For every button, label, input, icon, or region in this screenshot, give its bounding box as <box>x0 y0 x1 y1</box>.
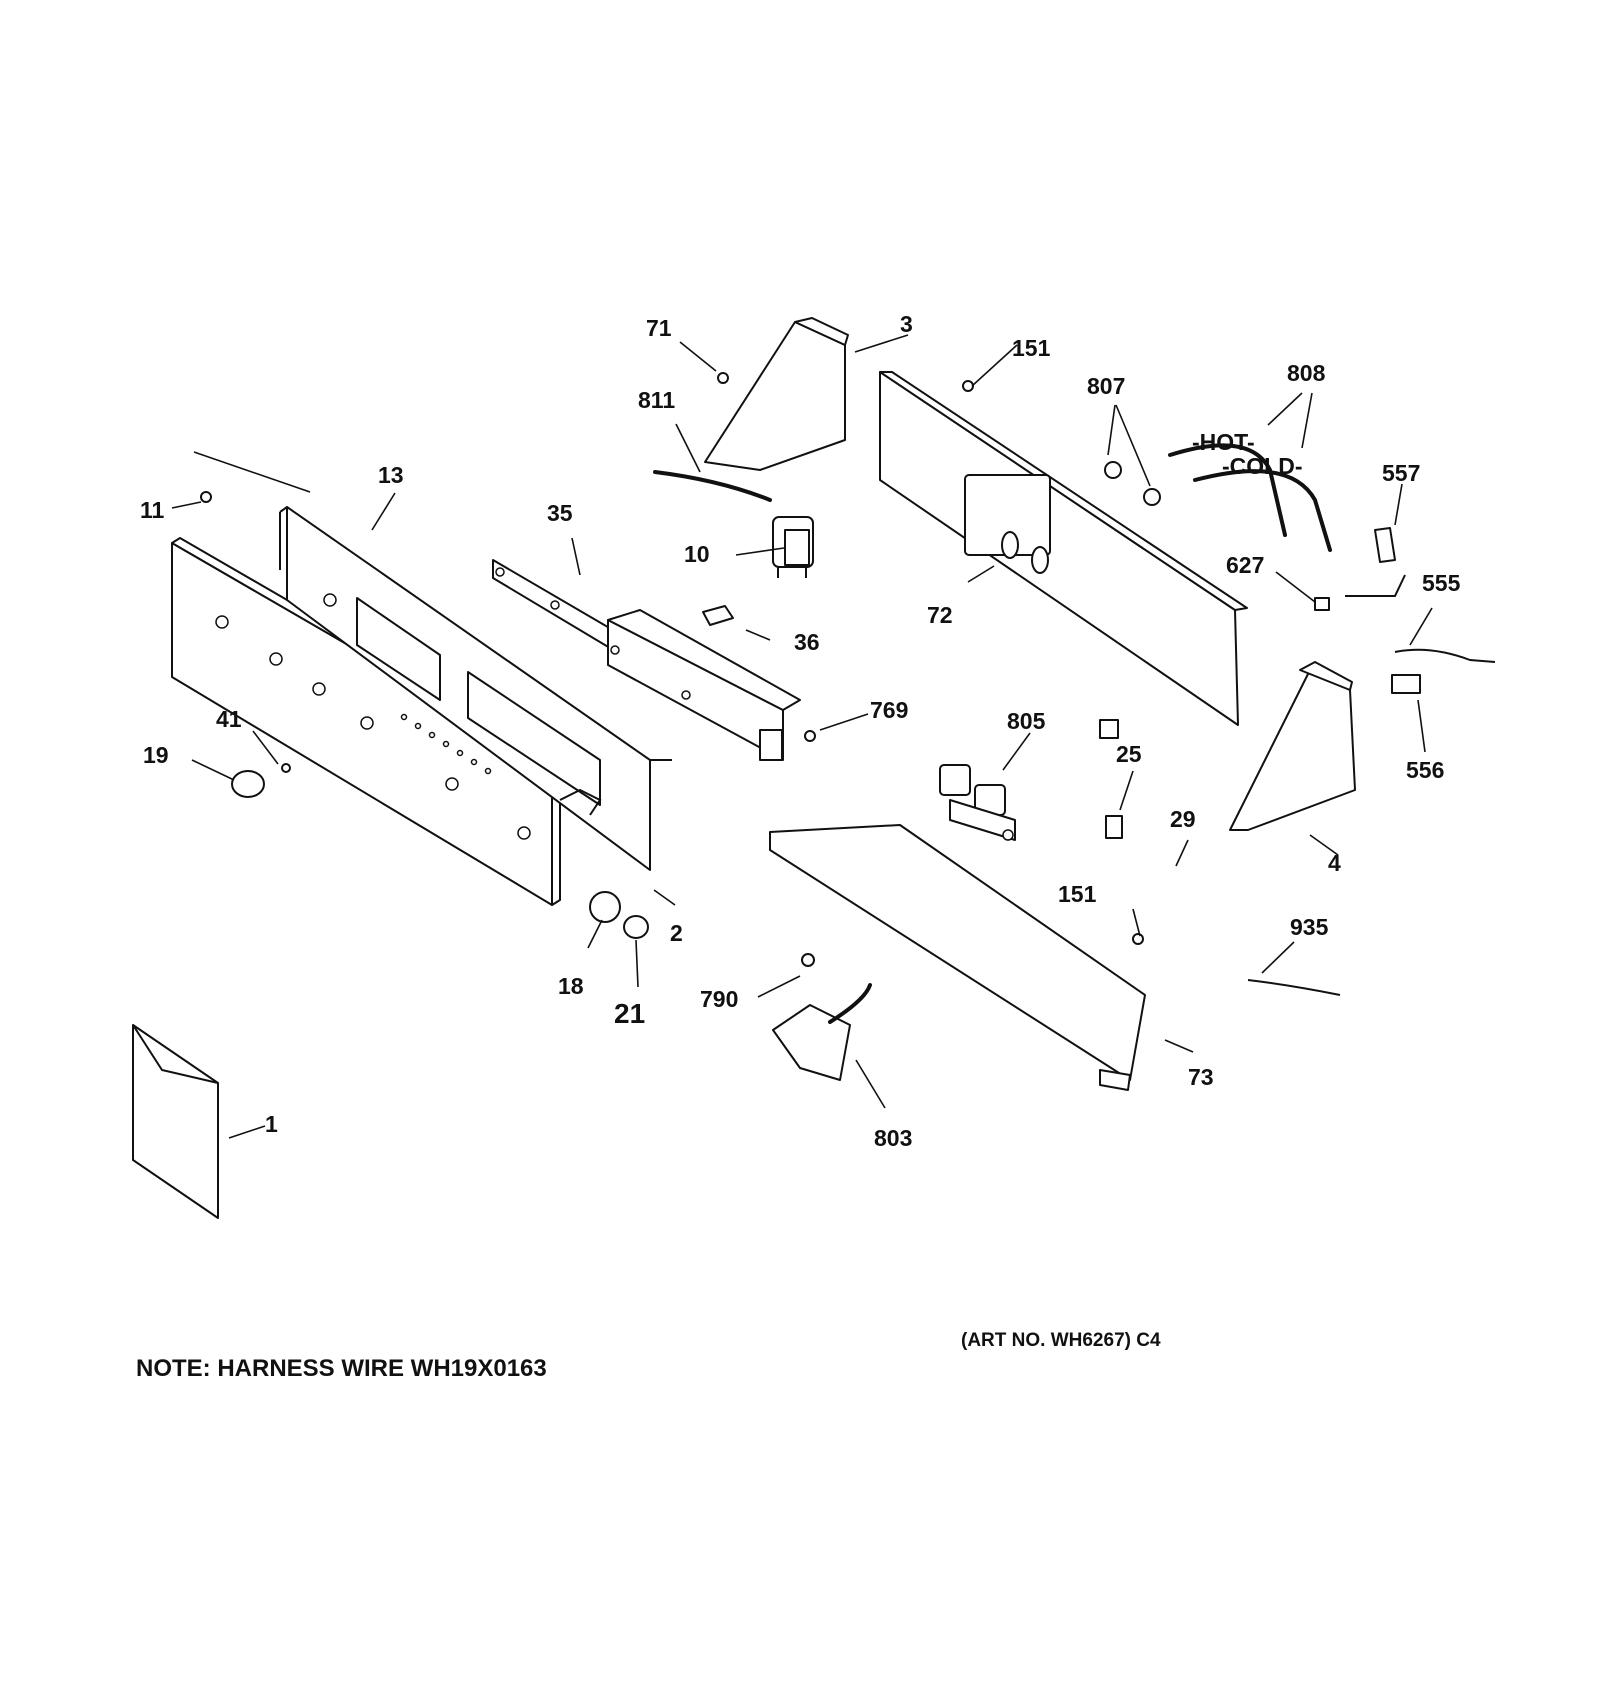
callout-790: 790 <box>700 986 738 1012</box>
part-71-screw <box>717 372 729 384</box>
leader-lines <box>171 334 1433 1139</box>
callout-811: 811 <box>638 387 675 413</box>
callout-557: 557 <box>1382 460 1420 486</box>
callout-73: 73 <box>1188 1064 1214 1090</box>
callout-151-top: 151 <box>1012 335 1051 361</box>
callout-35: 35 <box>547 500 573 526</box>
callout-11: 11 <box>140 497 165 523</box>
part-935-wire <box>1247 979 1341 996</box>
callout-803: 803 <box>874 1125 912 1151</box>
part-769-screw <box>804 730 816 742</box>
callout-1: 1 <box>265 1111 278 1137</box>
callout-935: 935 <box>1290 914 1329 940</box>
callout-151-bottom: 151 <box>1058 881 1097 907</box>
callout-21: 21 <box>614 998 645 1029</box>
control-panel-knob-holes <box>215 615 531 840</box>
callout-72: 72 <box>927 602 953 628</box>
part-19-knob <box>231 770 265 798</box>
callout-29: 29 <box>1170 806 1196 832</box>
callout-807: 807 <box>1087 373 1125 399</box>
part-811-hose <box>653 470 772 502</box>
callout-41: 41 <box>216 706 242 732</box>
part-41-spring <box>281 763 291 773</box>
hot-hose-label: -HOT- <box>1192 429 1255 455</box>
callout-556: 556 <box>1406 757 1444 783</box>
callout-19: 19 <box>143 742 169 768</box>
part-4-right-end-cap <box>1229 661 1356 831</box>
harness-wire-note: NOTE: HARNESS WIRE WH19X0163 <box>136 1355 547 1382</box>
part-3-left-end-cap <box>704 317 849 471</box>
cold-hose-label: -COLD- <box>1222 453 1302 479</box>
callout-36: 36 <box>794 629 820 655</box>
part-805-water-valve <box>939 764 1016 841</box>
callout-18: 18 <box>558 973 584 999</box>
part-790-clamp <box>801 953 815 967</box>
art-number: (ART NO. WH6267) C4 <box>961 1330 1161 1351</box>
callout-808: 808 <box>1287 360 1326 386</box>
part-21-button <box>623 915 649 939</box>
part-627-clip <box>1314 597 1330 611</box>
callout-13: 13 <box>378 462 404 488</box>
part-151-screw-top <box>962 380 974 392</box>
part-1-literature-envelope <box>132 1024 219 1219</box>
part-13-panel-frame <box>279 506 672 871</box>
part-36-control-board <box>607 609 801 761</box>
callout-labels: 1 2 3 4 10 11 13 18 19 21 25 29 35 36 41… <box>140 311 1461 1151</box>
part-803-hose-bracket <box>772 983 872 1081</box>
callout-4: 4 <box>1328 850 1341 876</box>
part-73-lower-panel <box>769 824 1146 1091</box>
callout-3: 3 <box>900 311 913 337</box>
callout-25: 25 <box>1116 741 1142 767</box>
part-25-sensor <box>1099 719 1119 739</box>
part-72-backsplash <box>879 371 1248 726</box>
part-10-pressure-switch <box>772 516 814 578</box>
callout-71: 71 <box>646 315 672 341</box>
callout-805: 805 <box>1007 708 1046 734</box>
callout-627: 627 <box>1226 552 1264 578</box>
callout-10: 10 <box>684 541 710 567</box>
part-556-connector <box>1391 674 1421 694</box>
part-807-washer-b <box>1143 488 1161 506</box>
part-29-clip <box>1105 815 1123 839</box>
part-18-button <box>589 891 621 923</box>
part-151-screw-bottom <box>1132 933 1144 945</box>
part-36-connector <box>702 605 734 626</box>
part-11-screw <box>200 491 212 503</box>
part-557-lead <box>1345 574 1406 597</box>
part-557-switch <box>1374 527 1396 563</box>
part-807-washer-a <box>1104 461 1122 479</box>
part-808-inlet-hoses: -HOT- -COLD- <box>1168 429 1332 552</box>
callout-769: 769 <box>870 697 908 723</box>
callout-555: 555 <box>1422 570 1461 596</box>
part-555-wire <box>1394 648 1496 663</box>
leader-panel-top <box>193 451 311 493</box>
callout-2: 2 <box>670 920 683 946</box>
